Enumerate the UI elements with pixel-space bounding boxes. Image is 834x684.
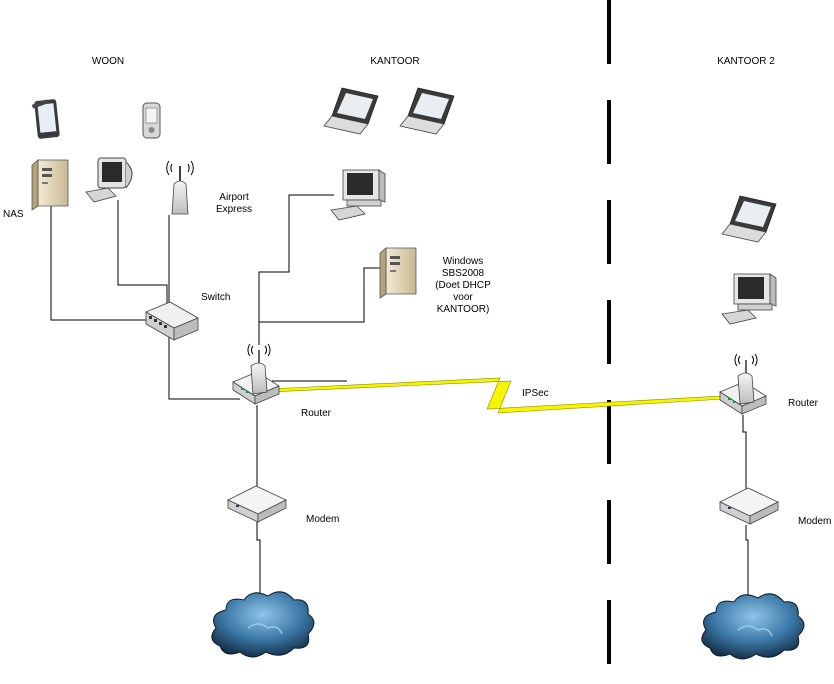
desktop-computer-icon [721, 273, 777, 325]
modem-label-right: Modem [798, 516, 832, 527]
laptop-icon [399, 87, 455, 135]
ipsec-label: IPSec [522, 388, 549, 399]
internet-cloud-icon [701, 593, 805, 660]
internet-cloud-icon [211, 591, 315, 658]
modem-icon [719, 487, 779, 525]
ipsec-link-bolt [267, 377, 741, 414]
windows-server-label-line2: SBS2008 [441, 268, 485, 279]
airport-express-label-line1: Airport [219, 192, 249, 203]
windows-server-label-line3: (Doet DHCP [435, 280, 491, 291]
pda-icon [142, 102, 161, 139]
nas-label: NAS [3, 209, 24, 220]
desktop-computer-icon [330, 169, 386, 221]
windows-server-label-line4: voor [453, 292, 473, 303]
wireless-access-point-icon [166, 160, 194, 215]
wireless-router-icon [719, 353, 767, 415]
zone-label-kantoor: KANTOOR [370, 56, 420, 67]
connection-lines [50, 194, 749, 600]
router-label-left: Router [301, 408, 332, 419]
windows-server-label-line1: Windows [442, 256, 484, 267]
airport-express-label-line2: Express [215, 204, 253, 215]
windows-server-label-line5: KANTOOR) [436, 304, 490, 315]
desktop-computer-icon [85, 157, 133, 203]
laptop-icon [721, 195, 777, 243]
modem-icon [227, 485, 287, 523]
zone-label-kantoor2: KANTOOR 2 [717, 56, 775, 67]
switch-label: Switch [201, 292, 231, 303]
server-tower-icon [31, 159, 69, 211]
network-switch-icon [145, 301, 199, 341]
wireless-router-icon [232, 343, 280, 405]
laptop-icon [323, 87, 379, 135]
zone-label-woon: WOON [91, 56, 125, 67]
router-label-right: Router [788, 398, 819, 409]
server-tower-icon [379, 247, 417, 299]
tablet-icon [31, 99, 60, 139]
modem-label-left: Modem [306, 514, 340, 525]
